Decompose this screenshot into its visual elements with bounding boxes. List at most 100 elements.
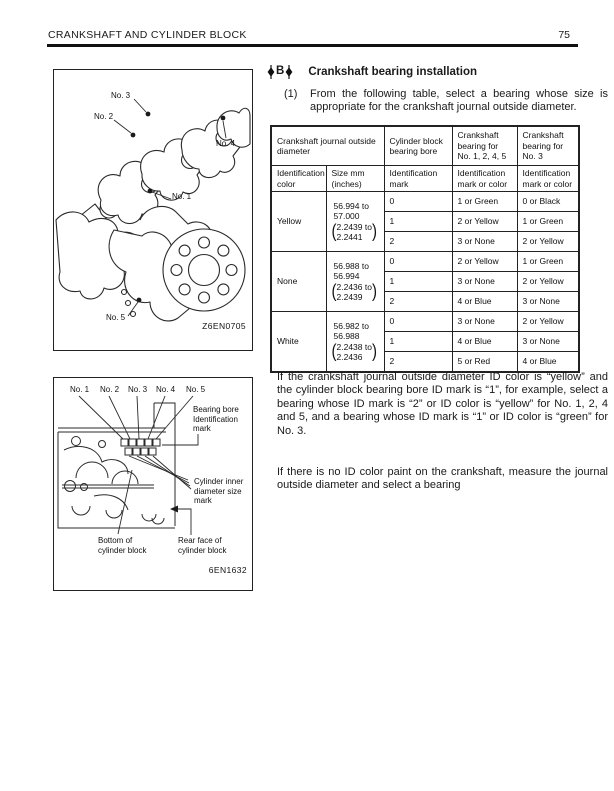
bearing-3-cell: 3 or None bbox=[516, 331, 580, 352]
bearing-3-cell: 2 or Yellow bbox=[516, 271, 580, 292]
journal-label-no4: No. 4 bbox=[216, 139, 236, 148]
size-mm-line: 56.994 bbox=[333, 271, 360, 282]
table-header-cell: Crankshaft bearing for No. 3 bbox=[516, 125, 580, 166]
size-in-line: 2.2436 to bbox=[336, 281, 372, 292]
diamond-marker-icon bbox=[267, 65, 275, 79]
table-subheader-cell: Identification mark or color bbox=[451, 165, 518, 192]
body-paragraph-1: If the crankshaft journal outside diamet… bbox=[277, 371, 608, 437]
size-in-line: 2.2441 bbox=[336, 231, 363, 242]
bearing-3-cell: 1 or Green bbox=[516, 211, 580, 232]
figure-code: Z6EN0705 bbox=[202, 321, 246, 331]
section-marker: B bbox=[267, 65, 293, 79]
open-paren: ( bbox=[331, 281, 337, 303]
bearing-1245-cell: 3 or None bbox=[451, 271, 518, 292]
table-row: 1 4 or Blue 3 or None bbox=[271, 331, 580, 352]
bore-label-no4: No. 4 bbox=[156, 385, 176, 394]
close-paren: ) bbox=[371, 341, 377, 363]
bearing-bore-id-mark-label: Bearing bore Identification mark bbox=[193, 405, 239, 434]
mark-cell: 0 bbox=[383, 251, 453, 272]
size-mm-line: 56.994 to bbox=[333, 200, 369, 211]
id-color-cell: None bbox=[270, 251, 327, 312]
mark-cell: 0 bbox=[383, 191, 453, 212]
size-cell: 56.982 to 56.988 ( 2.2438 to 2.2436 ) bbox=[325, 311, 385, 373]
mark-cell: 2 bbox=[383, 291, 453, 312]
bearing-1245-cell: 4 or Blue bbox=[451, 291, 518, 312]
journal-label-no1: No. 1 bbox=[172, 192, 192, 201]
table-subheader-cell: Size mm (inches) bbox=[325, 165, 385, 192]
bearing-1245-cell: 2 or Yellow bbox=[451, 211, 518, 232]
bearing-1245-cell: 1 or Green bbox=[451, 191, 518, 212]
rear-face-label: Rear face of cylinder block bbox=[178, 536, 227, 555]
table-row: Yellow 56.994 to 57.000 ( 2.2439 to 2.24… bbox=[270, 191, 580, 252]
bore-label-no1: No. 1 bbox=[70, 385, 90, 394]
bearing-1245-cell: 3 or None bbox=[451, 311, 518, 332]
size-mm-line: 56.982 to bbox=[333, 320, 369, 331]
mark-cell: 2 bbox=[383, 231, 453, 252]
bearing-3-cell: 1 or Green bbox=[516, 251, 580, 272]
table-row: 1 3 or None 2 or Yellow bbox=[271, 271, 580, 292]
id-color-cell: White bbox=[270, 311, 327, 373]
step-number: (1) bbox=[284, 88, 298, 100]
close-paren: ) bbox=[371, 221, 377, 243]
body-paragraph-2: If there is no ID color paint on the cra… bbox=[277, 466, 608, 492]
section-title: Crankshaft bearing installation bbox=[308, 66, 478, 78]
size-in-line: 2.2439 to bbox=[336, 221, 372, 232]
bore-label-no3: No. 3 bbox=[128, 385, 148, 394]
size-in-line: 2.2438 to bbox=[336, 341, 372, 352]
bearing-3-cell: 4 or Blue bbox=[516, 351, 580, 373]
bearing-1245-cell: 4 or Blue bbox=[451, 331, 518, 352]
bearing-3-cell: 0 or Black bbox=[516, 191, 580, 212]
table-subheader-cell: Identification mark bbox=[383, 165, 453, 192]
figure-crankshaft: No. 3 No. 2 No. 4 No. 1 No. 5 Z6EN0705 bbox=[53, 69, 253, 351]
diamond-marker-icon bbox=[285, 65, 293, 79]
close-paren: ) bbox=[371, 281, 377, 303]
table-subheader-cell: Identification mark or color bbox=[516, 165, 580, 192]
table-row: None 56.988 to 56.994 ( 2.2436 to 2.2439… bbox=[270, 251, 580, 312]
size-cell: 56.994 to 57.000 ( 2.2439 to 2.2441 ) bbox=[325, 191, 385, 252]
figure-cylinder-block: No. 1 No. 2 No. 3 No. 4 No. 5 Bearing bo… bbox=[53, 377, 253, 591]
page-number: 75 bbox=[558, 29, 570, 41]
bottom-of-block-label: Bottom of cylinder block bbox=[98, 536, 147, 555]
journal-label-no5: No. 5 bbox=[106, 313, 126, 322]
table-subheader-cell: Identification color bbox=[270, 165, 327, 192]
mark-cell: 1 bbox=[383, 271, 453, 292]
size-mm-line: 56.988 to bbox=[333, 260, 369, 271]
bore-label-no5: No. 5 bbox=[186, 385, 206, 394]
bearing-selection-table: Crankshaft journal outside diameter Cyli… bbox=[270, 125, 580, 373]
size-in-line: 2.2439 bbox=[336, 291, 363, 302]
crankshaft-line-art bbox=[55, 98, 251, 322]
bearing-3-cell: 2 or Yellow bbox=[516, 311, 580, 332]
size-in-line: 2.2436 bbox=[336, 351, 363, 362]
id-color-cell: Yellow bbox=[270, 191, 327, 252]
section-marker-letter: B bbox=[276, 65, 285, 78]
mark-cell: 1 bbox=[383, 331, 453, 352]
size-cell: 56.988 to 56.994 ( 2.2436 to 2.2439 ) bbox=[325, 251, 385, 312]
mark-cell: 0 bbox=[383, 311, 453, 332]
open-paren: ( bbox=[331, 341, 337, 363]
bearing-1245-cell: 3 or None bbox=[451, 231, 518, 252]
cylinder-block-line-art bbox=[57, 395, 199, 535]
journal-label-no2: No. 2 bbox=[94, 112, 114, 121]
bearing-3-cell: 2 or Yellow bbox=[516, 231, 580, 252]
step-1: (1) From the following table, select a b… bbox=[284, 88, 608, 115]
table-header-cell: Crankshaft bearing for No. 1, 2, 4, 5 bbox=[451, 125, 518, 166]
mark-cell: 1 bbox=[383, 211, 453, 232]
bearing-1245-cell: 5 or Red bbox=[451, 351, 518, 373]
size-mm-line: 57.000 bbox=[333, 211, 360, 222]
bearing-1245-cell: 2 or Yellow bbox=[451, 251, 518, 272]
bore-label-no2: No. 2 bbox=[100, 385, 120, 394]
step-text: From the following table, select a beari… bbox=[310, 88, 608, 114]
table-row: 2 5 or Red 4 or Blue bbox=[271, 351, 580, 373]
open-paren: ( bbox=[331, 221, 337, 243]
header-rule bbox=[47, 44, 578, 47]
table-header-cell: Cylinder block bearing bore bbox=[383, 125, 453, 166]
mark-cell: 2 bbox=[383, 351, 453, 373]
table-row: White 56.982 to 56.988 ( 2.2438 to 2.243… bbox=[270, 311, 580, 373]
journal-label-no3: No. 3 bbox=[111, 91, 131, 100]
size-inches: ( 2.2436 to 2.2439 ) bbox=[332, 282, 381, 303]
cylinder-inner-size-mark-label: Cylinder inner diameter size mark bbox=[194, 477, 244, 506]
table-row: 2 3 or None 2 or Yellow bbox=[271, 231, 580, 252]
size-inches: ( 2.2439 to 2.2441 ) bbox=[332, 222, 381, 243]
section-heading: B Crankshaft bearing installation bbox=[267, 65, 477, 79]
